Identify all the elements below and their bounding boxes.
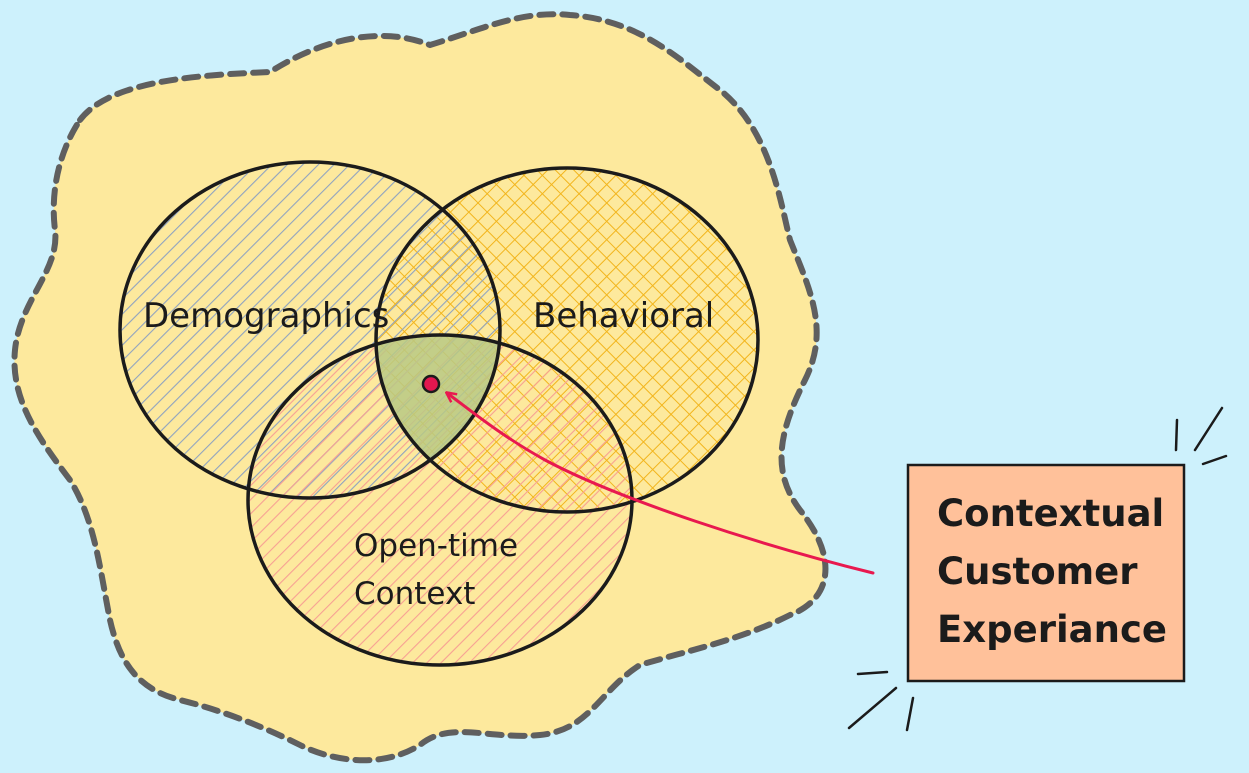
demographics-circle <box>118 160 502 500</box>
emphasis-strokes <box>847 406 1228 732</box>
callout-line1: Contextual <box>937 492 1164 535</box>
open-time-fill <box>248 335 632 665</box>
behavioral-circle <box>374 166 760 514</box>
open-time-label-line2: Context <box>354 576 475 612</box>
callout-box <box>906 463 1186 683</box>
callout-arrow <box>447 393 875 575</box>
callout-line2: Customer <box>937 550 1138 593</box>
demographics-label: Demographics <box>143 296 389 336</box>
open-time-label-line1: Open-time <box>354 528 518 564</box>
callout-line3: Experiance <box>937 608 1167 651</box>
behavioral-label: Behavioral <box>533 296 714 336</box>
intersection-marker <box>421 374 441 394</box>
